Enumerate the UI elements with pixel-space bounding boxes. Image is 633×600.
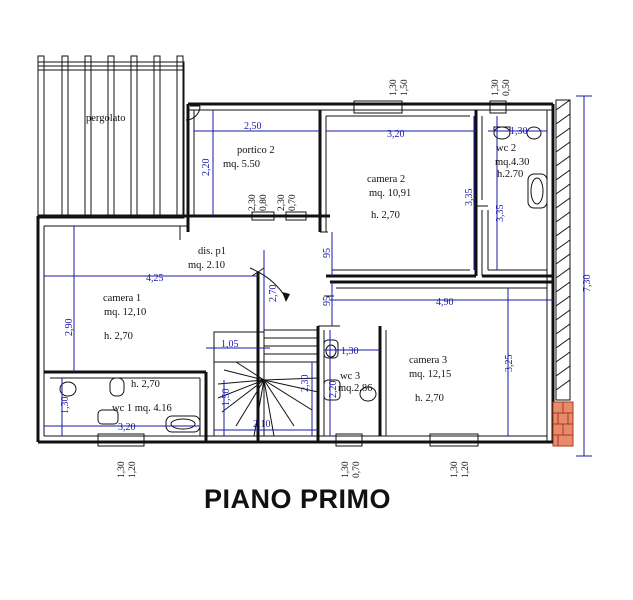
dim-325: 3,25 [504,355,515,373]
doors [179,105,488,297]
opening-top-c: 1,30 [491,79,501,96]
brick-pier [552,401,574,447]
opening-top-b: 1,50 [400,79,410,96]
label-camera3-area: mq. 12,15 [409,369,451,380]
dim-425: 4,25 [146,273,164,284]
dimension-lines [44,95,592,457]
sanitary-fixtures [59,126,548,433]
label-pergolato: pergolato [86,113,125,124]
dim-320-bottom: 3,20 [118,422,136,433]
dim-250: 2,50 [244,121,262,132]
opening-bot-d: 0,70 [352,461,362,478]
dim-095-b: 95 [322,296,333,306]
plan-title: PIANO PRIMO [203,484,391,514]
label-camera3-height: h. 2,70 [415,393,444,404]
dim-130-wc2: 1,30 [510,126,528,137]
label-wc3-area: mq.2.86 [338,383,372,394]
walls [36,99,574,447]
opening-top-d: 0,50 [502,79,512,96]
dim-230-stair: 2,30 [300,375,311,393]
label-wc2-area: mq.4.30 [495,157,529,168]
opening-bot-e: 1,30 [450,461,460,478]
dim-130-wc1: 1,30 [60,397,71,415]
dim-105: 1,05 [221,339,239,350]
dim-130-wc3: 1,30 [341,346,359,357]
dim-490: 4,90 [436,297,454,308]
dim-335-b: 3,35 [495,205,506,223]
label-portico-area: mq. 5.50 [223,159,260,170]
dim-220-wc3: 2,20 [328,381,339,399]
label-camera2-area: mq. 10,91 [369,188,411,199]
dim-210: 2,10 [253,419,271,430]
opening-bot-f: 1,20 [461,461,471,478]
label-camera1-name: camera 1 [103,293,141,304]
label-wc2-height: h.2.70 [497,169,523,180]
label-camera2-height: h. 2,70 [371,210,400,221]
label-wc2-name: wc 2 [496,143,516,154]
opening-bot-a: 1,30 [117,461,127,478]
label-dis-name: dis. p1 [198,246,226,257]
dim-320-top: 3,20 [387,129,405,140]
opening-bot-c: 1,30 [341,461,351,478]
label-camera3-name: camera 3 [409,355,447,366]
label-camera2-name: camera 2 [367,174,405,185]
opening-mid-b: 0,80 [259,194,269,211]
dim-290: 2,90 [64,319,75,337]
pergola [37,55,185,219]
label-wc1-height: h. 2,70 [131,379,160,390]
dim-730: 7,30 [582,275,593,293]
opening-mid-c: 2,30 [277,194,287,211]
opening-bot-b: 1,20 [128,461,138,478]
label-camera1-height: h. 2,70 [104,331,133,342]
opening-mid-d: 0,70 [288,194,298,211]
staircase [217,329,319,437]
label-dis-area: mq. 2.10 [188,260,225,271]
dim-335-a: 3,35 [464,189,475,207]
dim-270: 2,70 [268,285,279,303]
dim-150: 1,50 [221,389,232,407]
opening-top-a: 1,30 [389,79,399,96]
dim-095-a: 95 [322,248,333,258]
label-wc3-name: wc 3 [340,371,360,382]
label-portico-name: portico 2 [237,145,275,156]
dis-arrow [249,267,290,302]
opening-mid-a: 2,30 [248,194,258,211]
label-camera1-area: mq. 12,10 [104,307,146,318]
dim-220: 2,20 [201,159,212,177]
label-wc1-name: wc 1 mq. 4.16 [112,403,172,414]
